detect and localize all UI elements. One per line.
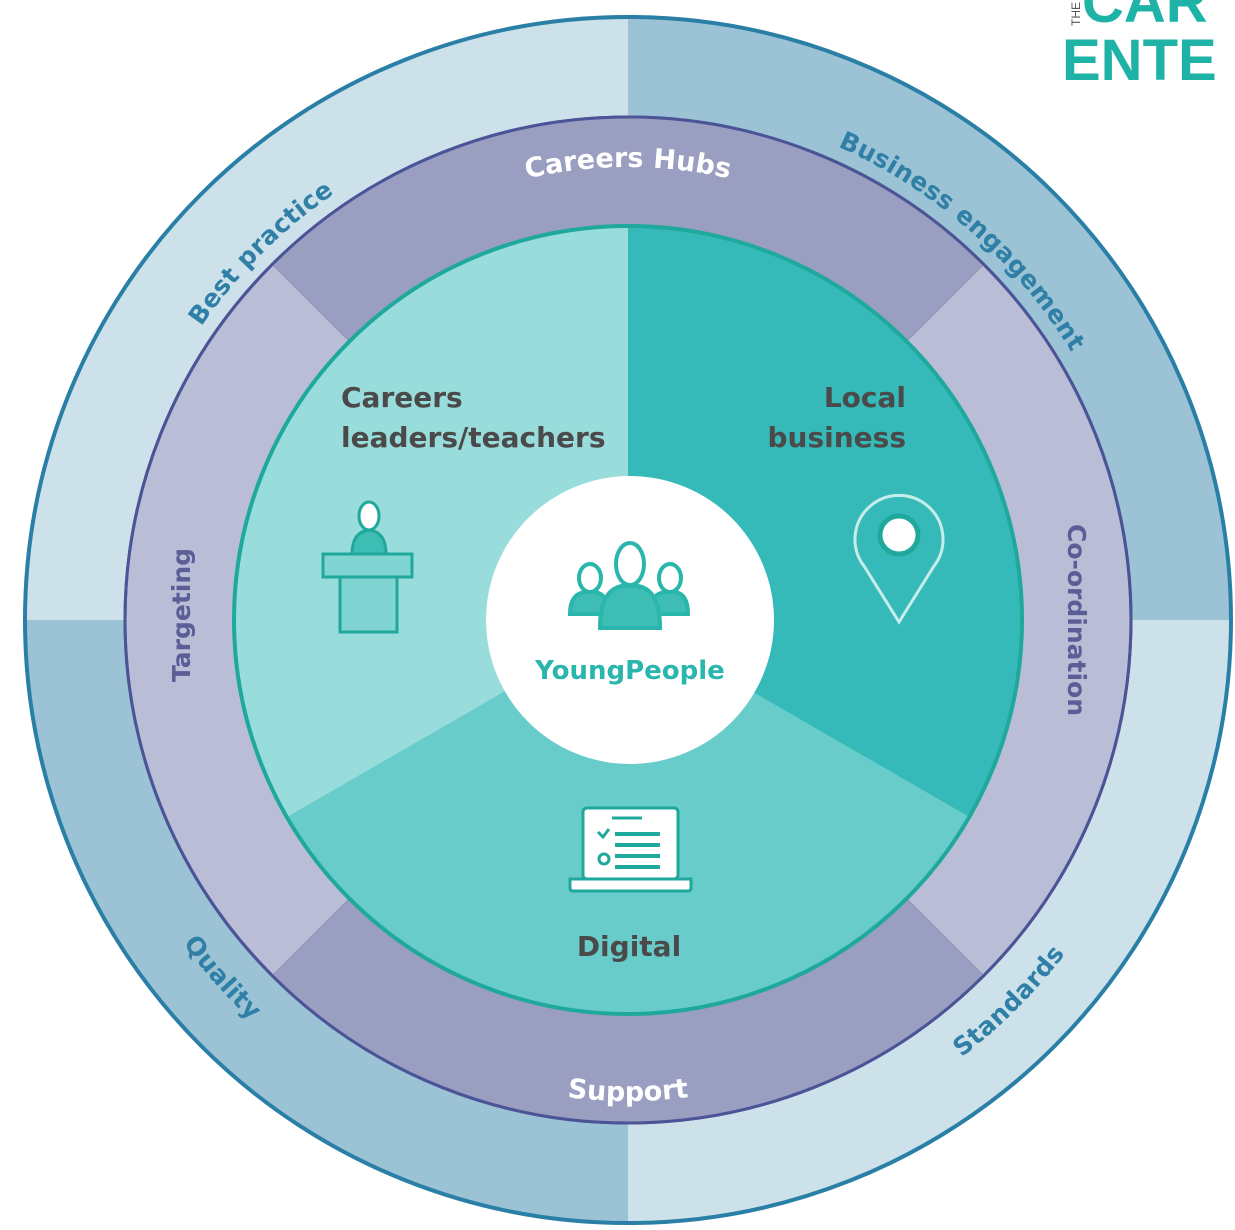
sector-label-digital: Digital — [577, 930, 681, 963]
sector-label-local-line2: business — [768, 421, 907, 454]
people-group-icon — [567, 541, 691, 630]
sector-label-local-line1: Local — [824, 381, 906, 414]
lectern-icon — [321, 500, 414, 634]
location-pin-icon — [853, 493, 945, 625]
sector-label-careers-line1: Careers — [341, 381, 463, 414]
logo-line1: CAR — [1082, 0, 1208, 35]
middle-label-targeting: Targeting — [167, 548, 196, 682]
inner-pie-border — [232, 224, 1024, 1016]
middle-label-support: Support — [566, 1073, 689, 1108]
center-label: YoungPeople — [534, 656, 725, 686]
logo-line2: ENTE — [1062, 28, 1217, 93]
middle-segment-support — [272, 898, 984, 1124]
sector-label-careers-line2: leaders/teachers — [341, 421, 605, 454]
laptop-checklist-icon — [568, 806, 693, 893]
logo-prefix: THE — [1069, 2, 1083, 26]
logo: THE CAR ENTE — [1062, 0, 1217, 93]
middle-label-co-ordination: Co-ordination — [1062, 524, 1091, 716]
outer-ring-border — [23, 15, 1233, 1225]
middle-segment-careers-hubs — [272, 116, 984, 342]
